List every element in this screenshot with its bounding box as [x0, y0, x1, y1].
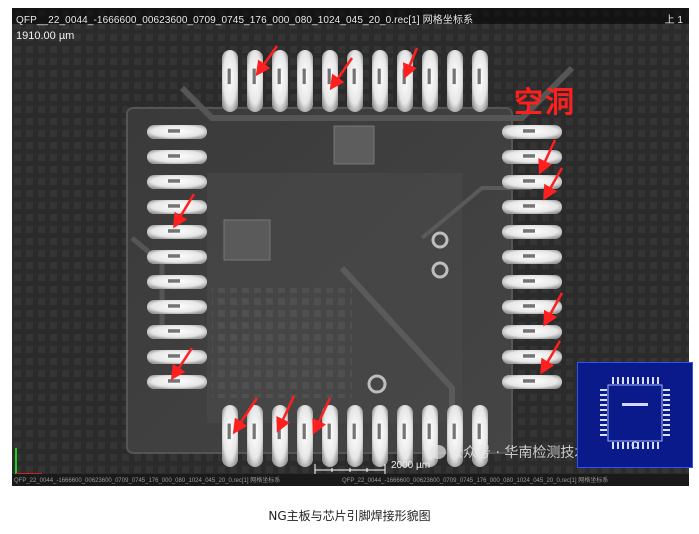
scale-bar [314, 464, 386, 474]
void-arrow [276, 395, 296, 433]
xray-image [12, 8, 689, 486]
void-arrow [402, 47, 419, 79]
void-arrow [312, 397, 332, 435]
via [367, 374, 387, 394]
void-annotation-label: 空洞 [514, 85, 577, 119]
void-arrow [329, 57, 354, 91]
void-arrow [538, 139, 557, 175]
void-arrow [255, 45, 279, 77]
overview-thumbnail[interactable] [577, 362, 693, 468]
slice-thickness-readout: 1910.00 µm [16, 30, 75, 42]
void-arrow [170, 347, 194, 381]
ground-pad [223, 219, 271, 261]
center-pad [333, 125, 375, 165]
wechat-icon [430, 445, 446, 459]
via [431, 261, 449, 279]
xray-viewer[interactable]: QFP__22_0044_-1666600_00623600_0709_0745… [12, 8, 689, 486]
via [431, 231, 449, 249]
viewer-title-bar [12, 8, 689, 24]
void-arrow [543, 167, 564, 201]
void-arrow [173, 193, 196, 229]
watermark-text: 公众号 · 华南检测技术 [449, 445, 589, 461]
figure-caption: NG主板与芯片引脚焊接形貌图 [268, 509, 431, 523]
viewer-title: QFP__22_0044_-1666600_00623600_0709_0745… [16, 15, 474, 26]
viewer-status-bar: QFP_22_0044_-1666600_00623600_0709_0745_… [12, 474, 689, 486]
page-indicator[interactable]: 上 1 [664, 15, 683, 26]
thumbnail-chip-icon [600, 377, 670, 449]
void-arrow [540, 340, 562, 375]
status-right: QFP_22_0044_-1666600_00623600_0709_0745_… [342, 478, 609, 484]
void-arrow [232, 397, 259, 435]
watermark: 公众号 · 华南检测技术 [430, 442, 588, 462]
scale-bar-label: 2000 µm [391, 460, 431, 471]
void-arrow [543, 292, 564, 327]
status-left: QFP_22_0044_-1666600_00623600_0709_0745_… [14, 478, 281, 484]
